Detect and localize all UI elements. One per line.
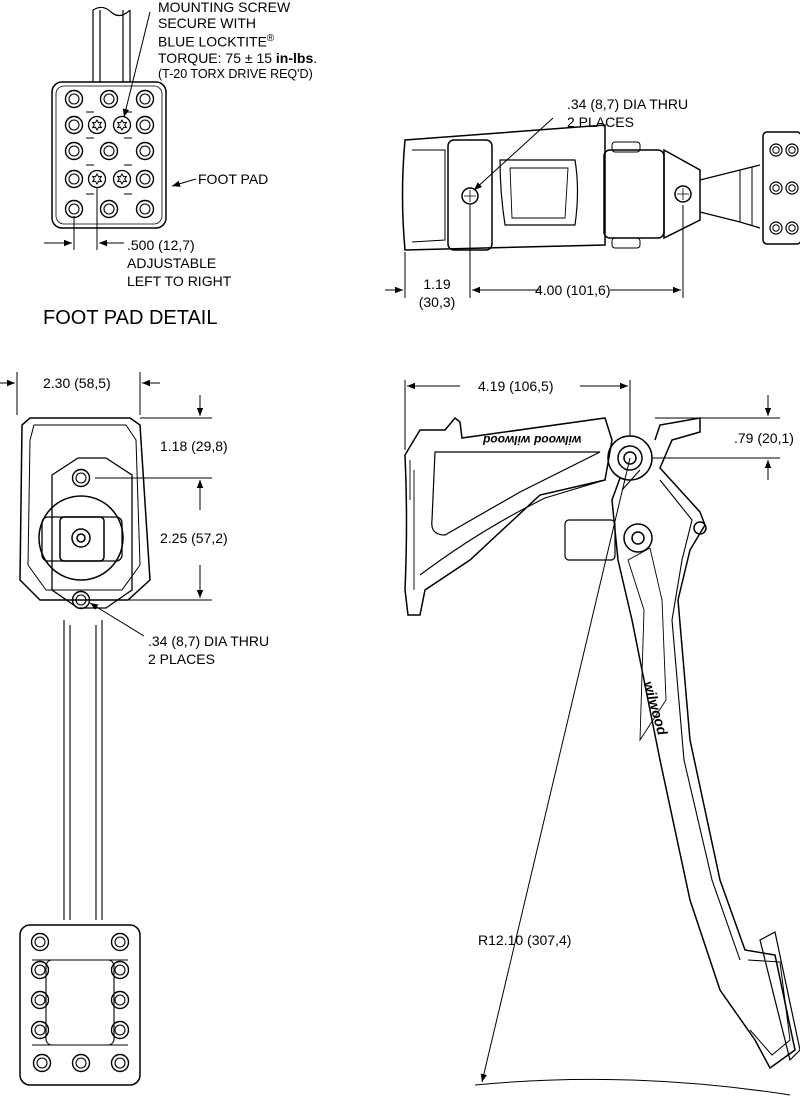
foot-pad-detail-title: FOOT PAD DETAIL: [43, 307, 218, 329]
side-view-height-dimension: .79 (20,1): [734, 430, 794, 446]
screw-note-line1: MOUNTING SCREW: [158, 0, 291, 15]
torque-suffix: .: [313, 49, 318, 66]
top-view-spacing-dimension: 4.00 (101,6): [535, 282, 611, 298]
front-view-top-dimension: 1.18 (29,8): [160, 438, 228, 454]
torque-unit: in-lbs: [275, 49, 314, 66]
foot-pad-detail-drawing: [44, 7, 196, 250]
locktite-text: BLUE LOCKTITE: [158, 33, 267, 50]
offset-dim-line2: (30,3): [418, 294, 456, 310]
torque-prefix: TORQUE: 75 ± 15: [158, 49, 276, 66]
registered-mark: ®: [266, 33, 275, 44]
side-view-length-dimension: 4.19 (106,5): [478, 378, 554, 394]
screw-note-line4: TORQUE: 75 ± 15 in-lbs.: [158, 50, 317, 66]
front-hole-note-line2: 2 PLACES: [148, 651, 215, 667]
screw-note: MOUNTING SCREW SECURE WITH BLUE LOCKTITE…: [158, 0, 317, 82]
top-view-hole-note: .34 (8,7) DIA THRU 2 PLACES: [567, 95, 688, 131]
screw-note-line5: (T-20 TORX DRIVE REQ'D): [158, 66, 313, 81]
adjust-note-line3: LEFT TO RIGHT: [127, 273, 232, 289]
adjust-note: .500 (12,7) ADJUSTABLE LEFT TO RIGHT: [127, 236, 231, 290]
brand-logo-bracket: wilwood: [483, 433, 531, 447]
offset-dim-line1: 1.19: [423, 276, 451, 292]
brand-logo-bracket-2: wilwood: [534, 433, 582, 447]
foot-pad-label: FOOT PAD: [198, 171, 269, 187]
top-view-offset-dimension: 1.19 (30,3): [412, 275, 462, 311]
top-hole-note-line2: 2 PLACES: [567, 114, 634, 130]
side-view-radius-label: R12.10 (307,4): [478, 932, 572, 948]
screw-note-line3: BLUE LOCKTITE®: [158, 31, 317, 50]
front-view-drawing: [0, 372, 212, 1085]
front-hole-note-line1: .34 (8,7) DIA THRU: [148, 633, 270, 649]
top-hole-note-line1: .34 (8,7) DIA THRU: [567, 96, 689, 112]
adjust-note-line1: .500 (12,7): [127, 237, 195, 253]
front-view-width-dimension: 2.30 (58,5): [43, 375, 111, 391]
top-view-drawing: [385, 118, 800, 298]
front-view-spacing-dimension: 2.25 (57,2): [160, 530, 228, 546]
screw-note-line2: SECURE WITH: [158, 15, 256, 31]
front-view-hole-note: .34 (8,7) DIA THRU 2 PLACES: [148, 632, 269, 668]
adjust-note-line2: ADJUSTABLE: [127, 255, 217, 271]
side-view-drawing: [405, 380, 800, 1095]
